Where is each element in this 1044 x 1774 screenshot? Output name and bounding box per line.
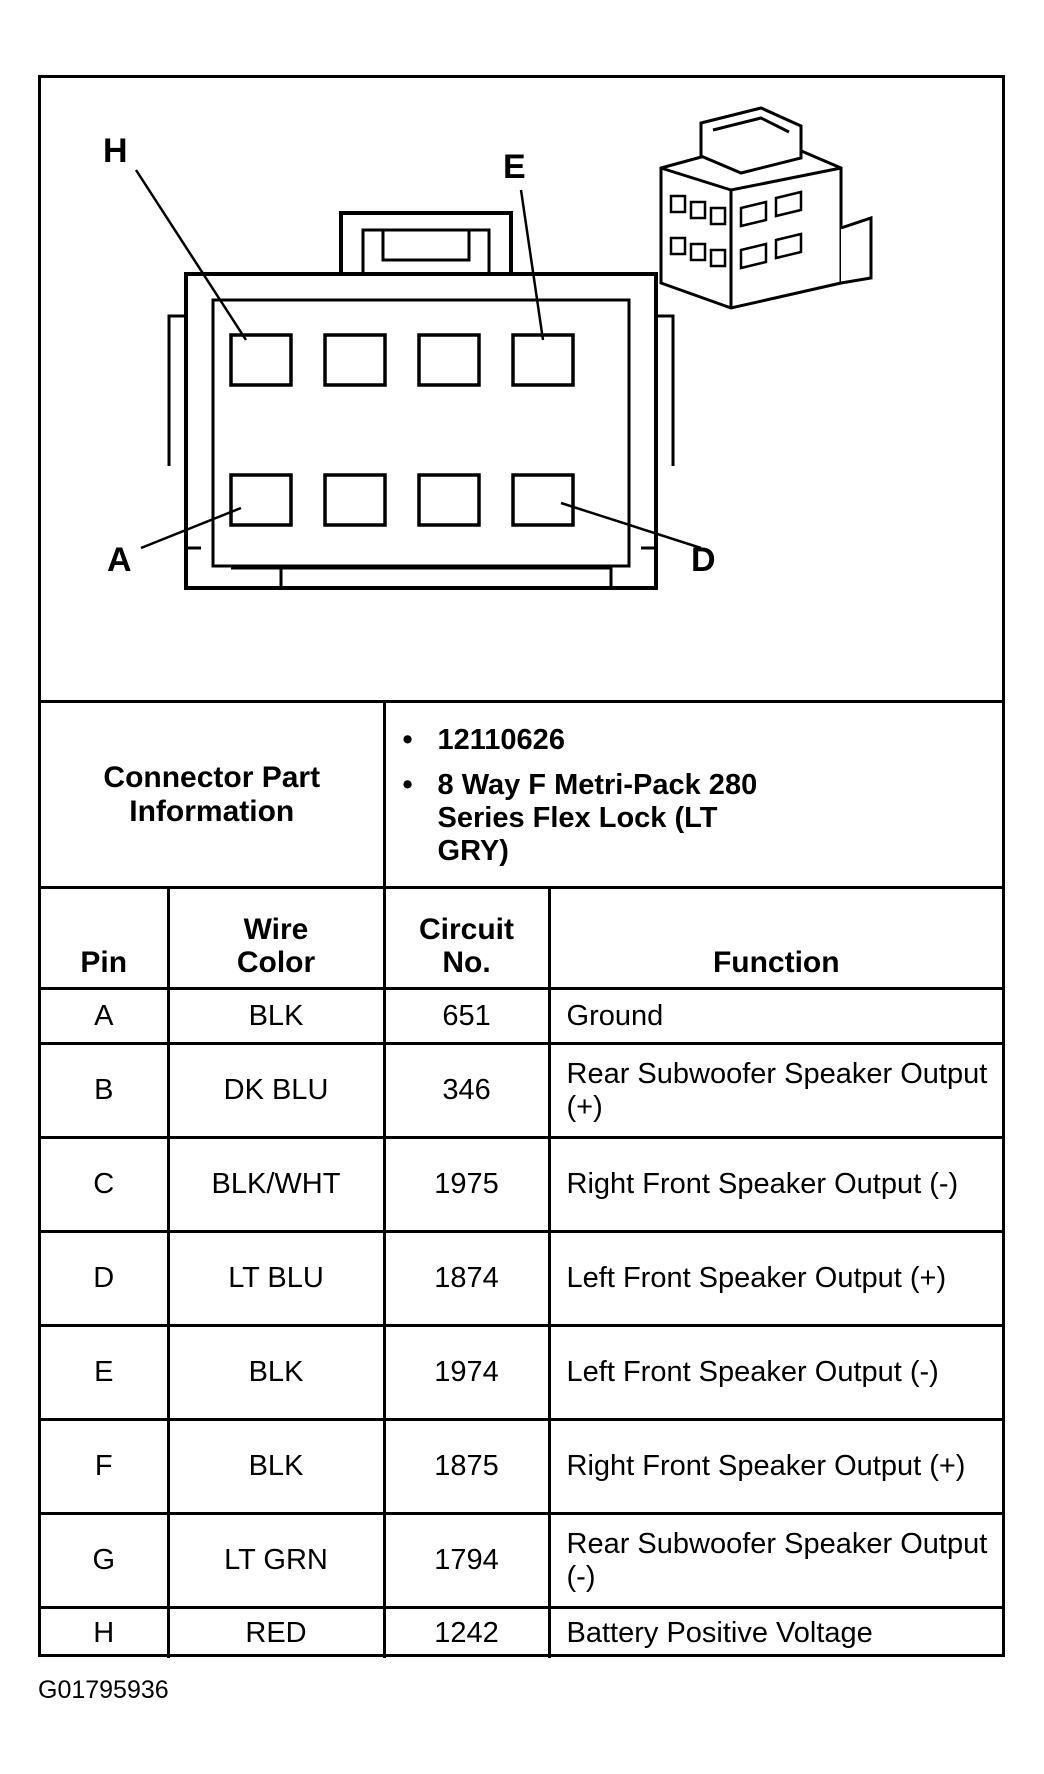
connector-isometric-view <box>659 106 873 310</box>
connector-info-label: Connector Part Information <box>41 700 386 889</box>
circuit-cell: 1975 <box>382 1136 551 1233</box>
connector-info-values: 12110626 8 Way F Metri-Pack 280 Series F… <box>382 700 1003 889</box>
table-row: E BLK 1974 Left Front Speaker Output (-) <box>41 1324 1003 1421</box>
pin-cell: E <box>41 1324 170 1421</box>
circuit-cell: 346 <box>382 1042 551 1139</box>
table-header-row: Pin Wire Color Circuit No. Function <box>41 886 1003 990</box>
locking-tab <box>339 211 513 274</box>
callout-e: E <box>503 148 526 186</box>
function-cell: Battery Positive Voltage <box>547 1606 1003 1658</box>
pin-cell: B <box>41 1042 170 1139</box>
circuit-cell: 1242 <box>382 1606 551 1658</box>
cavity-e <box>511 333 575 387</box>
cavity-h <box>229 333 293 387</box>
connector-face-diagram: H E A D <box>41 78 1002 700</box>
header-function: Function <box>547 886 1003 990</box>
pinout-table: Connector Part Information 12110626 8 Wa… <box>41 700 1003 1658</box>
function-cell: Right Front Speaker Output (-) <box>547 1136 1003 1233</box>
pin-cell: D <box>41 1230 170 1327</box>
cavity-d <box>511 473 575 527</box>
leader-a <box>140 506 242 550</box>
function-cell: Left Front Speaker Output (-) <box>547 1324 1003 1421</box>
leader-d <box>560 501 702 550</box>
function-cell: Rear Subwoofer Speaker Output (-) <box>547 1512 1003 1609</box>
cavity-b <box>323 473 387 527</box>
connector-figure-frame: H E A D <box>38 75 1005 1658</box>
wire-cell: RED <box>166 1606 386 1658</box>
leader-e <box>519 189 545 341</box>
connector-housing <box>184 272 658 590</box>
table-row: D LT BLU 1874 Left Front Speaker Output … <box>41 1230 1003 1327</box>
function-cell: Right Front Speaker Output (+) <box>547 1418 1003 1515</box>
table-row: F BLK 1875 Right Front Speaker Output (+… <box>41 1418 1003 1515</box>
leader-h <box>134 169 248 341</box>
connector-info-row: Connector Part Information 12110626 8 Wa… <box>41 700 1003 889</box>
figure-code: G01795936 <box>38 1676 169 1704</box>
circuit-cell: 1874 <box>382 1230 551 1327</box>
table-row: G LT GRN 1794 Rear Subwoofer Speaker Out… <box>41 1512 1003 1609</box>
function-cell: Left Front Speaker Output (+) <box>547 1230 1003 1327</box>
callout-h: H <box>103 132 128 170</box>
connector-description: 8 Way F Metri-Pack 280 Series Flex Lock … <box>403 769 778 868</box>
header-wire-color: Wire Color <box>166 886 386 990</box>
callout-d: D <box>691 541 716 579</box>
cavity-c <box>417 473 481 527</box>
table-row: H RED 1242 Battery Positive Voltage <box>41 1606 1003 1658</box>
pin-cell: G <box>41 1512 170 1609</box>
circuit-cell: 1974 <box>382 1324 551 1421</box>
circuit-cell: 1875 <box>382 1418 551 1515</box>
wire-cell: BLK <box>166 1418 386 1515</box>
callout-a: A <box>107 541 132 579</box>
header-circuit: Circuit No. <box>382 886 551 990</box>
pin-cell: A <box>41 987 170 1045</box>
wire-cell: DK BLU <box>166 1042 386 1139</box>
wire-cell: BLK <box>166 987 386 1045</box>
table-row: A BLK 651 Ground <box>41 987 1003 1045</box>
function-cell: Ground <box>547 987 1003 1045</box>
header-pin: Pin <box>41 886 170 990</box>
circuit-cell: 1794 <box>382 1512 551 1609</box>
table-row: C BLK/WHT 1975 Right Front Speaker Outpu… <box>41 1136 1003 1233</box>
cavity-f <box>417 333 481 387</box>
cavity-a <box>229 473 293 527</box>
wire-cell: LT GRN <box>166 1512 386 1609</box>
pin-cell: F <box>41 1418 170 1515</box>
part-number: 12110626 <box>403 724 1003 757</box>
housing-inner-wall <box>211 298 631 568</box>
function-cell: Rear Subwoofer Speaker Output (+) <box>547 1042 1003 1139</box>
wire-cell: BLK <box>166 1324 386 1421</box>
pin-cell: H <box>41 1606 170 1658</box>
cavity-g <box>323 333 387 387</box>
table-row: B DK BLU 346 Rear Subwoofer Speaker Outp… <box>41 1042 1003 1139</box>
wire-cell: BLK/WHT <box>166 1136 386 1233</box>
circuit-cell: 651 <box>382 987 551 1045</box>
wire-cell: LT BLU <box>166 1230 386 1327</box>
pin-cell: C <box>41 1136 170 1233</box>
